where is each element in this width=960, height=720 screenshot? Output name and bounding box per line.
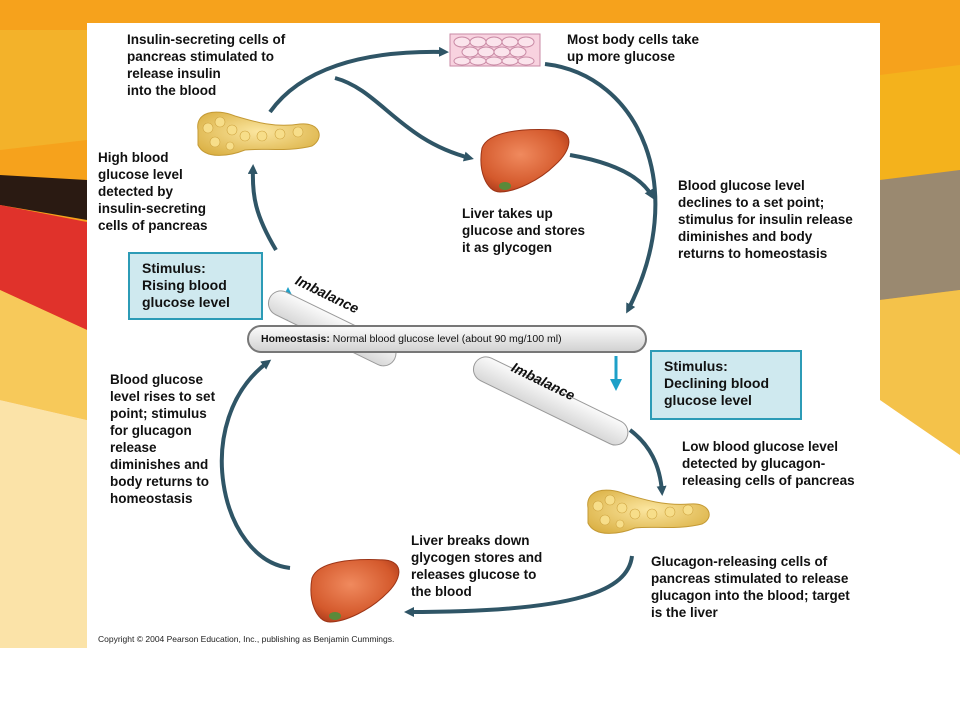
body-cells-icon [449,33,541,67]
stimulus-rising-box: Stimulus: Rising blood glucose level [128,252,263,320]
slide-footer-area [0,648,960,720]
arrow-liver-to-decline [569,153,654,200]
label-insulin-secreting: Insulin-secreting cells of pancreas stim… [127,32,286,98]
pancreas-icon [587,489,710,534]
label-body-cells: Most body cells take up more glucose [567,32,700,64]
arrow-cells-to-set-point [544,62,658,314]
label-glucose-declines: Blood glucose level declines to a set po… [678,178,853,261]
label-glucose-rises: Blood glucose level rises to set point; … [110,372,216,506]
homeostasis-text: Normal blood glucose level (about 90 mg/… [329,333,562,345]
homeostasis-prefix: Homeostasis: [261,333,330,345]
liver-icon [480,129,570,193]
arrow-imbalance-to-low-glucose [628,428,667,496]
label-low-glucose: Low blood glucose level detected by gluc… [682,439,855,488]
label-high-glucose: High blood glucose level detected by ins… [98,150,208,233]
homeostasis-bar: Homeostasis: Normal blood glucose level … [247,325,647,353]
pancreas-icon [197,111,320,156]
arrow-pancreas-to-cells [268,46,449,114]
liver-icon [310,559,400,623]
copyright-notice: Copyright © 2004 Pearson Education, Inc.… [98,634,395,644]
label-glucagon-releasing: Glucagon-releasing cells of pancreas sti… [651,554,850,620]
arrow-pancreas-to-liver [334,76,474,162]
label-liver-breaks-down: Liver breaks down glycogen stores and re… [411,533,543,599]
arrow-imbalance-to-pancreas-top [247,164,278,252]
arrow-liver-to-homeostasis [220,359,291,570]
label-liver-takes-up: Liver takes up glucose and stores it as … [462,206,586,255]
stimulus-declining-box: Stimulus: Declining blood glucose level [650,350,802,420]
arrow-pancreas-to-liver-bottom [404,555,634,617]
